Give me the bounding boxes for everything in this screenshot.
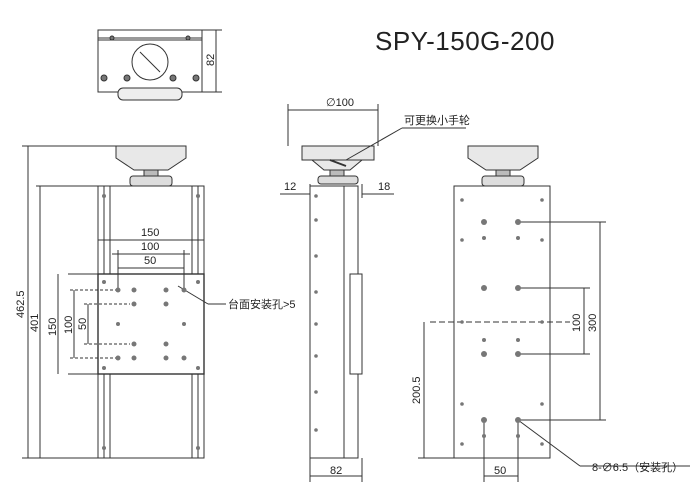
front-handwheel — [115, 145, 187, 171]
side-dim-82: 82 — [330, 465, 342, 477]
front-dim-50-w: 50 — [144, 255, 156, 267]
back-dim-100: 100 — [571, 314, 583, 332]
top-view — [97, 29, 222, 101]
side-dim-d100: ∅100 — [326, 97, 354, 109]
top-view-dial — [131, 43, 169, 81]
side-rail — [349, 273, 363, 375]
front-dim-50-h: 50 — [77, 318, 89, 330]
side-dim-18: 18 — [378, 181, 390, 193]
front-dim-462-5: 462.5 — [15, 290, 27, 318]
front-table — [97, 273, 205, 375]
side-handwheel — [301, 145, 375, 161]
front-view — [22, 145, 226, 459]
side-view — [280, 104, 466, 482]
front-dim-100-h: 100 — [63, 316, 75, 334]
side-dim-12: 12 — [284, 181, 296, 193]
front-dim-100-w: 100 — [141, 241, 159, 253]
back-dim-300: 300 — [587, 314, 599, 332]
back-view — [418, 145, 690, 482]
back-mount-hole-note: 8-∅6.5（安装孔） — [592, 460, 683, 474]
back-handwheel — [467, 145, 539, 171]
side-handwheel-note: 可更换小手轮 — [404, 113, 470, 127]
front-table-hole-note: 台面安装孔>5 — [228, 297, 296, 311]
front-dim-401: 401 — [29, 314, 41, 332]
side-holes — [314, 194, 318, 432]
model-title: SPY-150G-200 — [375, 26, 555, 56]
back-dim-200-5: 200.5 — [411, 376, 423, 404]
front-dim-150-w: 150 — [141, 227, 159, 239]
back-dim-50: 50 — [494, 465, 506, 477]
top-view-handwheel — [117, 87, 183, 101]
front-table-holes — [102, 194, 200, 450]
front-dim-150-h: 150 — [47, 318, 59, 336]
top-view-dim-82: 82 — [205, 54, 217, 66]
back-holes — [460, 198, 544, 446]
